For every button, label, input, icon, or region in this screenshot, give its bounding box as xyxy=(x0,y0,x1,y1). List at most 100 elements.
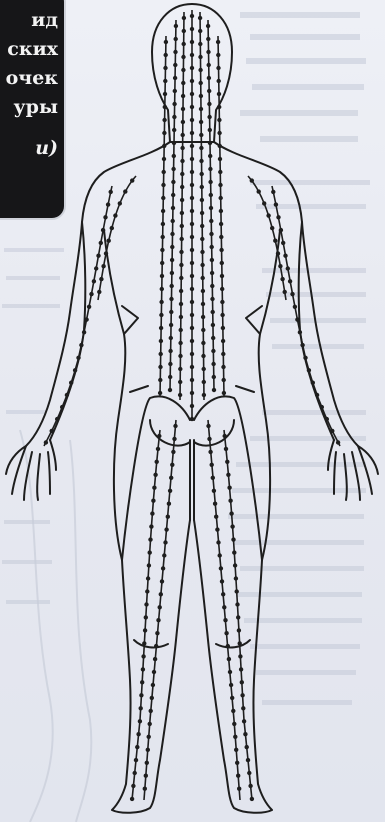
acupoint-dot xyxy=(211,323,215,327)
acupoint-dot xyxy=(216,53,220,57)
acupoint-dot xyxy=(190,352,194,356)
acupoint-dot xyxy=(145,761,149,765)
acupoint-dot xyxy=(200,250,204,254)
acupoint-dot xyxy=(172,437,176,441)
acupoint-dot xyxy=(211,310,215,314)
acupoint-dot xyxy=(190,248,194,252)
acupoint-dot xyxy=(139,693,143,697)
acupoint-dot xyxy=(220,313,224,317)
acupoint-dot xyxy=(200,224,204,228)
acupoint-dot xyxy=(190,209,194,213)
acupoint-dot xyxy=(182,29,186,33)
acupoint-dot xyxy=(148,550,152,554)
acupoint-dot xyxy=(217,118,221,122)
acupoint-dot xyxy=(149,709,153,713)
acupoint-dot xyxy=(190,391,194,395)
acupoint-dot xyxy=(94,266,98,270)
acupoint-dot xyxy=(243,732,247,736)
acupoint-dot xyxy=(153,473,157,477)
acupoint-dot xyxy=(219,248,223,252)
acupoint-dot xyxy=(181,81,185,85)
acupoint-dot xyxy=(212,388,216,392)
acupoint-dot xyxy=(180,185,184,189)
acupoint-dot xyxy=(172,102,176,106)
acupoint-dot xyxy=(180,211,184,215)
acupoint-dot xyxy=(139,706,143,710)
acupoint-dot xyxy=(161,183,165,187)
acupoint-dot xyxy=(190,274,194,278)
acupoint-dot xyxy=(190,131,194,135)
right-hand xyxy=(328,440,378,500)
acupoint-dot xyxy=(218,553,222,557)
acupoint-dot xyxy=(99,241,103,245)
acupoint-dot xyxy=(229,511,233,515)
acupoint-dot xyxy=(290,292,294,296)
acupoint-dot xyxy=(199,146,203,150)
acupoint-dot xyxy=(228,670,232,674)
acupoint-dot xyxy=(107,239,111,243)
acupoint-dot xyxy=(190,287,194,291)
acupoint-dot xyxy=(211,336,215,340)
acupoint-dot xyxy=(146,576,150,580)
acupoint-dot xyxy=(161,209,165,213)
acupoint-dot xyxy=(168,362,172,366)
acupoint-dot xyxy=(171,193,175,197)
acupoint-dot xyxy=(220,579,224,583)
acupoint-dot xyxy=(179,250,183,254)
acupoint-dot xyxy=(157,434,161,438)
acupoint-dot xyxy=(283,290,287,294)
acupoint-dot xyxy=(190,261,194,265)
acupoint-dot xyxy=(240,693,244,697)
acupoint-dot xyxy=(173,50,177,54)
acupoint-dot xyxy=(198,68,202,72)
acupoint-dot xyxy=(270,226,274,230)
acupoint-dot xyxy=(169,336,173,340)
acupoint-dot xyxy=(179,328,183,332)
acupoint-dot xyxy=(209,219,213,223)
acupoint-dot xyxy=(281,241,285,245)
acupoint-dot xyxy=(231,709,235,713)
acupoint-dot xyxy=(158,605,162,609)
acupoint-dot xyxy=(233,735,237,739)
acupoint-dot xyxy=(210,258,214,262)
acupoint-dot xyxy=(169,297,173,301)
acupoint-dot xyxy=(190,222,194,226)
acupoint-dot xyxy=(220,287,224,291)
acupoint-dot xyxy=(159,592,163,596)
acupoint-dot xyxy=(65,393,69,397)
acupoint-dot xyxy=(241,706,245,710)
acupoint-dot xyxy=(293,305,297,309)
acupoint-dot xyxy=(201,354,205,358)
acupoint-dot xyxy=(172,115,176,119)
acupoint-dot xyxy=(201,341,205,345)
acupoint-dot xyxy=(220,300,224,304)
acupoint-dot xyxy=(179,302,183,306)
acupoint-dot xyxy=(151,499,155,503)
acupoint-dot xyxy=(146,748,150,752)
acupoint-dot xyxy=(250,797,254,801)
acupoint-dot xyxy=(180,224,184,228)
acupoint-dot xyxy=(307,368,311,372)
acupoint-dot xyxy=(190,79,194,83)
acupoint-dot xyxy=(225,460,229,464)
acupoint-dot xyxy=(237,787,241,791)
acupoint-dot xyxy=(190,378,194,382)
acupoint-dot xyxy=(200,198,204,202)
acupoint-dot xyxy=(250,178,254,182)
acupoint-dot xyxy=(161,222,165,226)
acupoint-dot xyxy=(200,263,204,267)
acupoint-dot xyxy=(171,180,175,184)
acupoint-dot xyxy=(201,315,205,319)
acupoint-dot xyxy=(180,198,184,202)
acupoint-dot xyxy=(44,440,48,444)
acupoint-dot xyxy=(221,352,225,356)
acupoint-dot xyxy=(162,553,166,557)
acupoint-dot xyxy=(200,211,204,215)
acupoint-dot xyxy=(219,222,223,226)
acupoint-dot xyxy=(227,486,231,490)
acupoint-dot xyxy=(141,667,145,671)
acupoint-dot xyxy=(159,313,163,317)
acupoint-dot xyxy=(190,300,194,304)
acupoint-dot xyxy=(271,190,275,194)
acupoint-dot xyxy=(221,326,225,330)
